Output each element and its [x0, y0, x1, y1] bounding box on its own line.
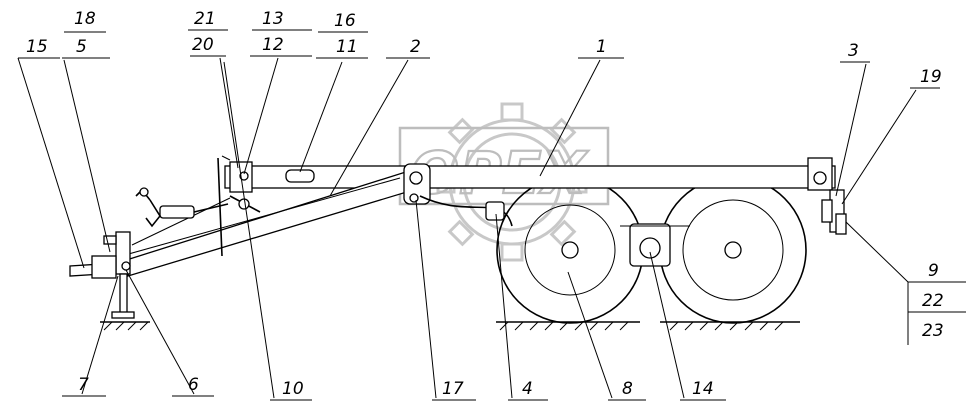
callout-3: 3 [848, 41, 859, 61]
callout-22: 22 [922, 291, 944, 311]
callout-8: 8 [622, 379, 633, 399]
callout-1: 1 [596, 37, 607, 57]
callout-15: 15 [26, 37, 48, 57]
callout-14: 14 [692, 379, 714, 399]
drawbar-pivot [403, 163, 431, 205]
callout-10: 10 [282, 379, 304, 399]
callout-5: 5 [76, 37, 87, 57]
callout-18: 18 [74, 9, 96, 29]
callout-23: 23 [922, 321, 944, 341]
hydraulic-cylinder [135, 187, 229, 228]
callout-11: 11 [336, 37, 358, 57]
callout-6: 6 [188, 375, 199, 395]
suspension-balancer [620, 223, 690, 267]
callout-17: 17 [442, 379, 464, 399]
callout-labels: 18 5 15 21 20 13 12 16 11 2 1 3 19 9 22 … [26, 9, 944, 399]
callout-13: 13 [262, 9, 284, 29]
callout-9: 9 [928, 261, 939, 281]
tow-eye [69, 255, 117, 279]
callout-4: 4 [522, 379, 533, 399]
callout-2: 2 [410, 37, 421, 57]
rear-wheel [659, 176, 807, 324]
front-post [217, 155, 231, 257]
rear-lamp-bracket [821, 189, 847, 235]
callout-7: 7 [78, 375, 89, 395]
leader-lines [17, 55, 966, 401]
callout-21: 21 [194, 9, 216, 29]
callout-12: 12 [262, 35, 284, 55]
brake-hose [419, 195, 513, 227]
support-leg [102, 231, 135, 319]
callout-16: 16 [334, 11, 356, 31]
callout-20: 20 [192, 35, 214, 55]
ground [100, 321, 800, 331]
callout-19: 19 [920, 67, 942, 87]
